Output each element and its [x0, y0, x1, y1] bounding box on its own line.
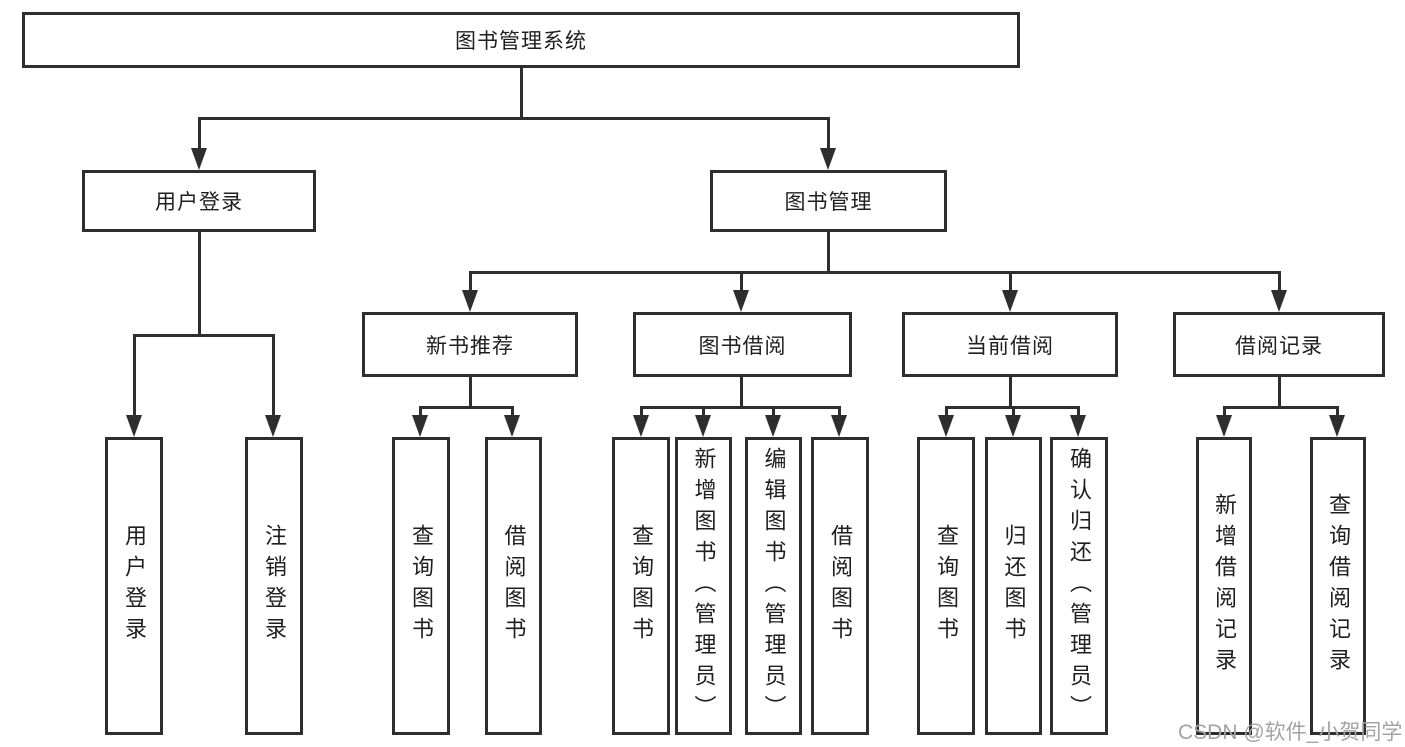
connector-line: [198, 117, 201, 150]
arrow-down-icon: [1329, 415, 1345, 437]
leaf-confirm-return-admin: 确认归还（管理员）: [1050, 437, 1108, 735]
connector-line: [640, 406, 841, 409]
connector-line: [419, 406, 422, 417]
leaf-add-books-admin: 新增图书（管理员）: [675, 437, 732, 735]
arrow-down-icon: [820, 148, 836, 170]
connector-line: [640, 406, 643, 417]
leaf-logout-login: 注销登录: [245, 437, 303, 735]
leaf-query-borrow-record: 查询借阅记录: [1310, 437, 1366, 735]
connector-line: [1223, 406, 1339, 409]
arrow-down-icon: [633, 415, 649, 437]
connector-line: [469, 377, 472, 409]
leaf-query-books-recommend: 查询图书: [392, 437, 450, 735]
connector-line: [772, 406, 775, 417]
arrow-down-icon: [1070, 415, 1086, 437]
arrow-down-icon: [1002, 290, 1018, 312]
arrow-down-icon: [695, 415, 711, 437]
csdn-watermark: CSDN @软件_小贺同学: [1178, 721, 1403, 744]
connector-line: [419, 406, 514, 409]
connector-line: [827, 117, 830, 150]
node-current-borrow: 当前借阅: [902, 312, 1118, 377]
node-book-management: 图书管理: [710, 170, 947, 232]
connector-line: [1336, 406, 1339, 417]
node-user-login: 用户登录: [82, 170, 316, 232]
leaf-query-books-borrow: 查询图书: [612, 437, 670, 735]
connector-line: [272, 334, 275, 416]
arrow-down-icon: [1216, 415, 1232, 437]
arrow-down-icon: [765, 415, 781, 437]
connector-line: [1009, 377, 1012, 409]
connector-line: [1009, 271, 1012, 292]
connector-line: [133, 334, 136, 416]
connector-line: [740, 377, 743, 409]
connector-line: [1077, 406, 1080, 417]
connector-line: [198, 117, 830, 120]
connector-line: [469, 271, 1281, 274]
arrow-down-icon: [504, 415, 520, 437]
arrow-down-icon: [733, 290, 749, 312]
leaf-user-login: 用户登录: [105, 437, 163, 735]
arrow-down-icon: [462, 290, 478, 312]
connector-line: [1278, 271, 1281, 292]
connector-line: [702, 406, 705, 417]
leaf-query-books-current: 查询图书: [917, 437, 975, 735]
arrow-down-icon: [191, 148, 207, 170]
arrow-down-icon: [831, 415, 847, 437]
connector-line: [469, 271, 472, 292]
leaf-borrow-books-recommend: 借阅图书: [485, 437, 542, 735]
connector-line: [1278, 377, 1281, 409]
connector-line: [133, 334, 275, 337]
node-book-borrow: 图书借阅: [633, 312, 852, 377]
arrow-down-icon: [1271, 290, 1287, 312]
connector-line: [1012, 406, 1015, 417]
leaf-return-books: 归还图书: [985, 437, 1042, 735]
arrow-down-icon: [412, 415, 428, 437]
connector-line: [740, 271, 743, 292]
connector-line: [827, 232, 830, 274]
leaf-edit-books-admin: 编辑图书（管理员）: [745, 437, 802, 735]
connector-line: [511, 406, 514, 417]
node-new-book-recommend: 新书推荐: [362, 312, 578, 377]
leaf-borrow-books: 借阅图书: [811, 437, 869, 735]
connector-line: [838, 406, 841, 417]
arrow-down-icon: [1005, 415, 1021, 437]
node-borrow-record: 借阅记录: [1173, 312, 1385, 377]
arrow-down-icon: [126, 415, 142, 437]
connector-line: [520, 66, 523, 118]
connector-line: [198, 232, 201, 337]
arrow-down-icon: [265, 415, 281, 437]
arrow-down-icon: [938, 415, 954, 437]
leaf-add-borrow-record: 新增借阅记录: [1196, 437, 1252, 735]
connector-line: [945, 406, 948, 417]
node-library-system: 图书管理系统: [22, 12, 1020, 68]
connector-line: [1223, 406, 1226, 417]
